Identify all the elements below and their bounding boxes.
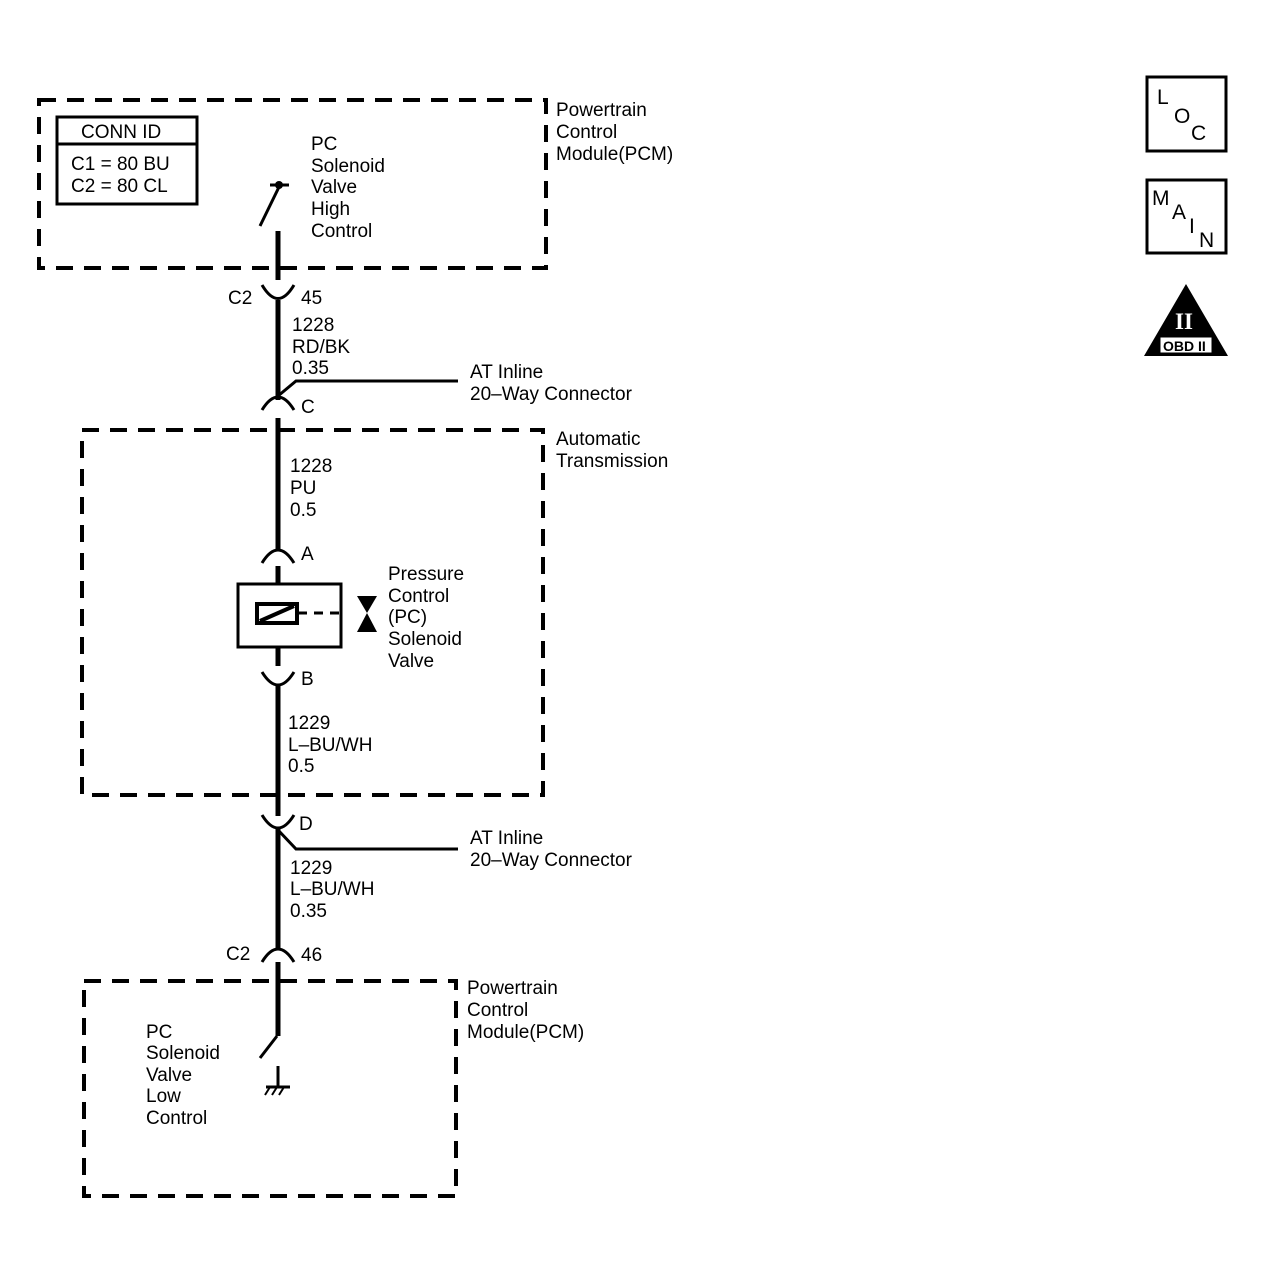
- pcm-top-boundary: [37, 98, 548, 270]
- inline-top-label-2: 20–Way Connector: [470, 384, 633, 405]
- pcm-bottom-label-2: Control: [467, 1000, 528, 1021]
- automatic-transmission-module: Automatic Transmission 1228 PU 0.5 A Pre…: [80, 418, 668, 816]
- switch-low-label-3: Valve: [146, 1065, 192, 1086]
- switch-low-label-2: Solenoid: [146, 1043, 220, 1064]
- pin-a-connector: [260, 548, 296, 564]
- solenoid-label-5: Valve: [388, 651, 434, 672]
- wire-1229-trans-color: L–BU/WH: [288, 735, 372, 756]
- wire-1228-pu-circuit: 1228: [290, 456, 332, 477]
- pc-low-control-switch: [258, 962, 281, 1087]
- pcm-bottom-module: Powertrain Control Module(PCM) PC Soleno…: [82, 962, 584, 1198]
- wire-1229-bottom-color: L–BU/WH: [290, 879, 374, 900]
- conn-id-row-c1: C1 = 80 BU: [71, 154, 170, 175]
- switch-high-label-5: Control: [311, 221, 372, 242]
- inline-bottom-label-2: 20–Way Connector: [470, 850, 633, 871]
- obd-ii-icon[interactable]: II OBD II: [1144, 284, 1228, 356]
- svg-text:M: M: [1152, 187, 1170, 210]
- ground-icon: [264, 1085, 290, 1096]
- at-inline-connector-c: AT Inline 20–Way Connector C: [260, 362, 633, 418]
- wire-1229-trans-circuit: 1229: [288, 713, 330, 734]
- svg-text:O: O: [1174, 105, 1190, 128]
- pcm-bottom-label-1: Powertrain: [467, 978, 558, 999]
- switch-low-label-5: Control: [146, 1108, 207, 1129]
- pcm-bottom-label-3: Module(PCM): [467, 1022, 584, 1043]
- svg-text:N: N: [1199, 229, 1214, 252]
- solenoid-label-1: Pressure: [388, 564, 464, 585]
- wire-1229-bottom-gauge: 0.35: [290, 901, 327, 922]
- switch-high-label-3: Valve: [311, 177, 357, 198]
- switch-high-label-4: High: [311, 199, 350, 220]
- c2-bottom-pin: 46: [301, 945, 322, 966]
- conn-id-row-c2: C2 = 80 CL: [71, 176, 168, 197]
- transmission-label-1: Automatic: [556, 429, 640, 450]
- wire-1228-top-color: RD/BK: [292, 337, 350, 358]
- wire-1229-trans-gauge: 0.5: [288, 756, 314, 777]
- wire-1228-pu-gauge: 0.5: [290, 500, 316, 521]
- pcm-top-label-3: Module(PCM): [556, 144, 673, 165]
- c2-bottom-name: C2: [226, 944, 250, 965]
- connector-c2-pin-46: C2 46: [226, 944, 322, 966]
- pcm-top-module: Powertrain Control Module(PCM) CONN ID C…: [37, 98, 673, 280]
- switch-low-label-4: Low: [146, 1086, 181, 1107]
- pin-b-label: B: [301, 669, 314, 690]
- main-icon[interactable]: M A I N: [1145, 178, 1228, 255]
- switch-high-label-1: PC: [311, 134, 337, 155]
- connector-c2-pin-45: C2 45: [228, 284, 322, 309]
- c2-top-pin: 45: [301, 288, 322, 309]
- wire-1228-pu-color: PU: [290, 478, 316, 499]
- switch-low-label-1: PC: [146, 1022, 172, 1043]
- pcm-bottom-boundary: [82, 979, 458, 1198]
- solenoid-label-4: Solenoid: [388, 629, 462, 650]
- pin-b-connector: [260, 671, 296, 687]
- inline-bottom-pin: D: [299, 814, 313, 835]
- svg-text:A: A: [1172, 201, 1186, 224]
- solenoid-label-3: (PC): [388, 607, 427, 628]
- transmission-boundary: [80, 428, 545, 797]
- conn-id-header: CONN ID: [81, 122, 161, 143]
- wire-1228-top-gauge: 0.35: [292, 358, 329, 379]
- switch-high-label-2: Solenoid: [311, 156, 385, 177]
- wire-1229-bottom-circuit: 1229: [290, 858, 332, 879]
- inline-bottom-label-1: AT Inline: [470, 828, 543, 849]
- loc-icon[interactable]: L O C: [1145, 75, 1228, 153]
- pin-a-label: A: [301, 544, 314, 565]
- pcm-top-label-2: Control: [556, 122, 617, 143]
- conn-id-table: CONN ID C1 = 80 BU C2 = 80 CL: [55, 115, 199, 206]
- pc-solenoid-valve-symbol: [236, 582, 377, 649]
- obd-label: OBD II: [1163, 338, 1206, 354]
- svg-text:C: C: [1191, 122, 1206, 145]
- svg-text:L: L: [1157, 86, 1169, 109]
- pcm-top-label-1: Powertrain: [556, 100, 647, 121]
- svg-text:I: I: [1189, 215, 1195, 238]
- c2-top-name: C2: [228, 288, 252, 309]
- transmission-label-2: Transmission: [556, 451, 668, 472]
- wire-1228-top-circuit: 1228: [292, 315, 334, 336]
- inline-top-pin: C: [301, 397, 315, 418]
- obd-numeral: II: [1175, 309, 1193, 334]
- inline-top-label-1: AT Inline: [470, 362, 543, 383]
- pc-high-control-switch: [258, 181, 289, 280]
- solenoid-label-2: Control: [388, 586, 449, 607]
